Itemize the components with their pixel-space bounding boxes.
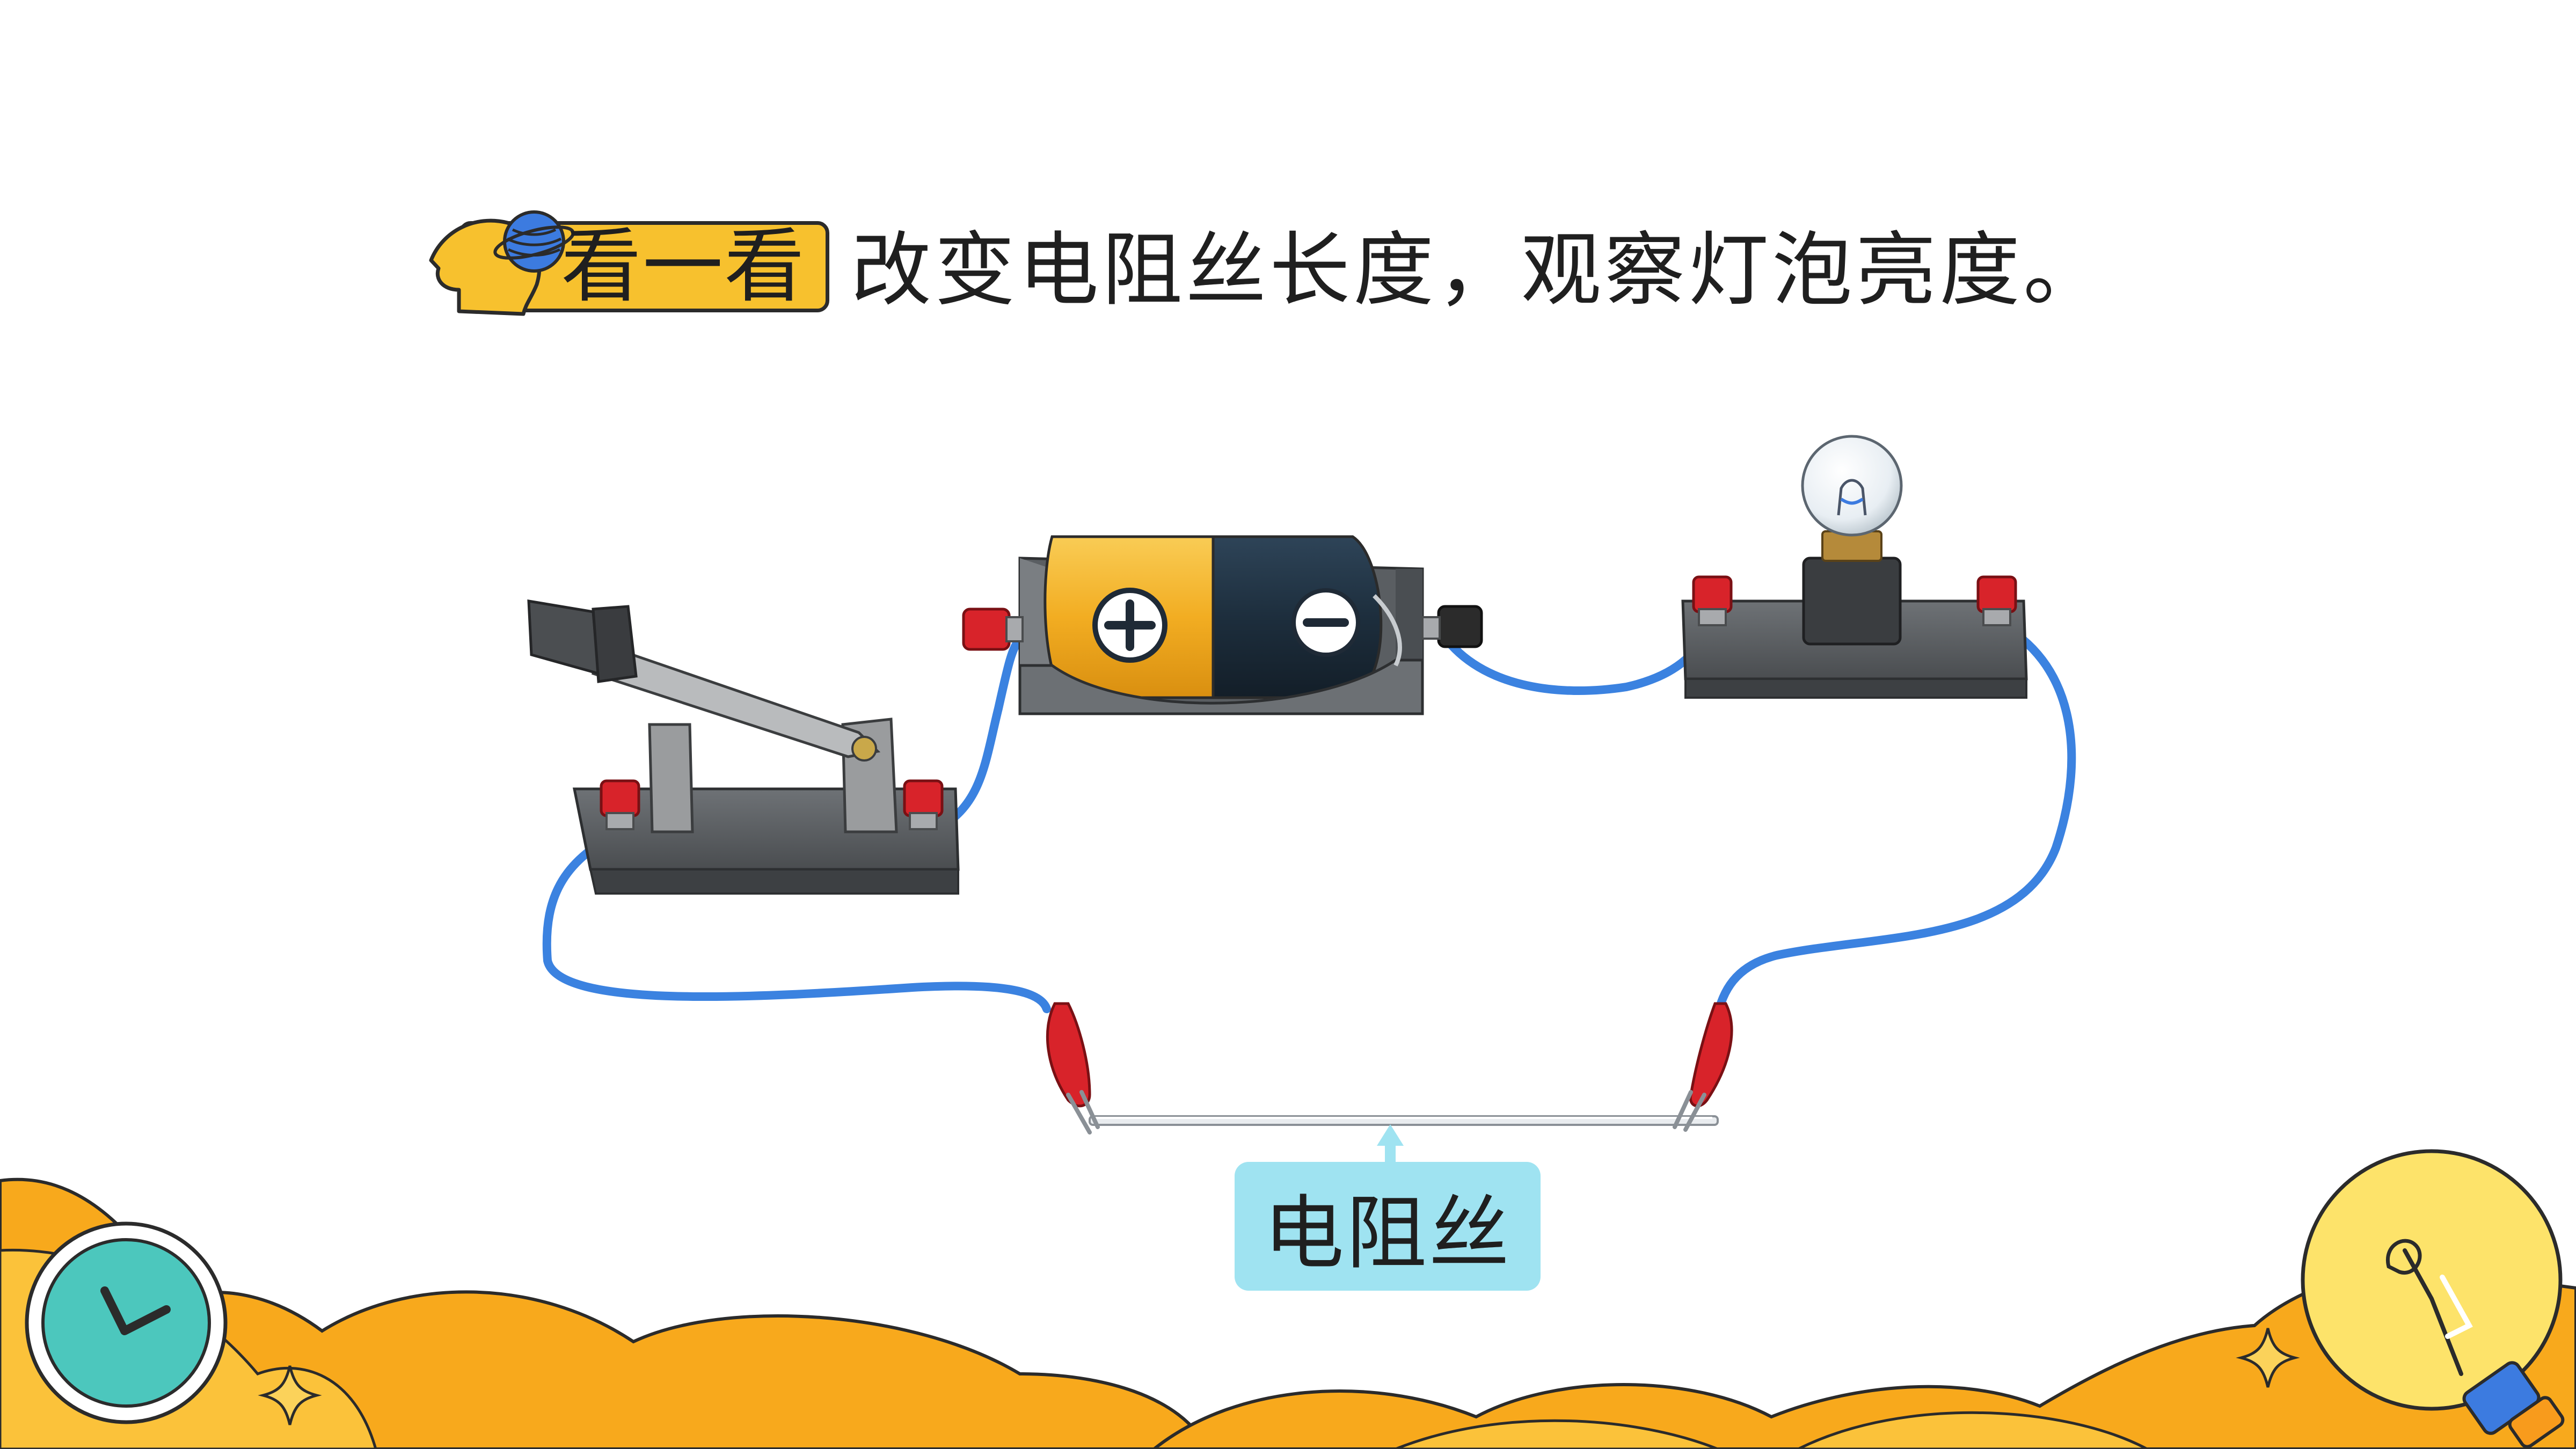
label-pointer-arrow [1377, 1124, 1404, 1167]
terminal-red [903, 779, 944, 830]
terminal-red [600, 779, 640, 830]
wire-switch-to-battery [932, 634, 1024, 833]
wire-bulb-to-clip [1713, 618, 2076, 1019]
light-bulb-icon [1681, 435, 2028, 699]
look-badge: 看一看 [427, 209, 835, 317]
alligator-clip-left [1046, 1002, 1100, 1135]
terminal-black [1421, 605, 1483, 648]
lightbulb-icon [2301, 1149, 2565, 1448]
knife-switch-icon [527, 599, 960, 895]
badge-label: 看一看 [561, 220, 806, 313]
alligator-clip-right [1673, 1002, 1733, 1132]
clock-icon [25, 1221, 228, 1424]
terminal-red [1976, 575, 2017, 626]
battery-icon [962, 535, 1483, 715]
wire-switch-to-clip [542, 828, 1051, 1013]
resistance-wire-icon [1046, 1002, 1733, 1167]
instruction-text: 改变电阻丝长度，观察灯泡亮度。 [851, 223, 2107, 317]
terminal-red [1692, 575, 1733, 626]
wire-battery-to-bulb [1440, 621, 1717, 695]
terminal-red [962, 608, 1024, 651]
positive-terminal-symbol [1092, 588, 1167, 663]
sparkle-icon [2236, 1328, 2300, 1388]
title-row: 看一看 改变电阻丝长度，观察灯泡亮度。 [427, 201, 2107, 325]
sparkle-icon [258, 1365, 322, 1425]
negative-terminal-symbol [1291, 588, 1360, 657]
resistance-wire-label: 电阻丝 [1235, 1162, 1541, 1291]
head-globe-icon [429, 210, 575, 316]
